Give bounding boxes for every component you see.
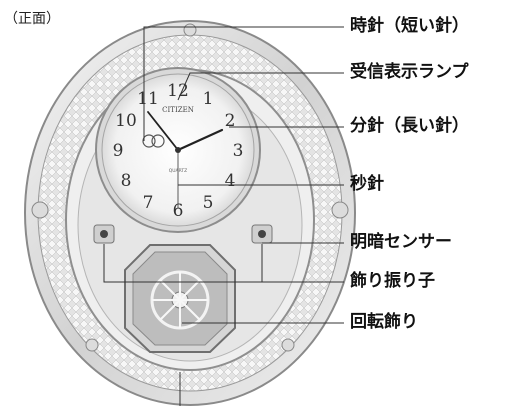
callout-pendulum: 飾り振り子 xyxy=(350,271,435,291)
rim-ornament xyxy=(281,338,295,352)
dial-numeral: 11 xyxy=(137,89,159,109)
dial-numeral: 7 xyxy=(143,193,154,213)
callout-hour-hand: 時針（短い針） xyxy=(350,16,469,36)
dial-numeral: 3 xyxy=(233,141,244,161)
dial-numeral: 12 xyxy=(167,81,189,101)
minute-hand xyxy=(147,111,179,151)
view-label: （正面） xyxy=(4,11,60,27)
rim-ornament xyxy=(31,201,49,219)
hour-hand xyxy=(176,128,224,152)
leader-hour-hand xyxy=(143,26,344,141)
leader-lines xyxy=(103,26,344,406)
pendulum-window xyxy=(124,244,236,353)
callout-rotating-ornament: 回転飾り xyxy=(350,312,418,332)
dial-numeral: 5 xyxy=(203,193,214,213)
callout-minute-hand: 分針（長い針） xyxy=(350,116,469,136)
receiver-lamp-ring xyxy=(151,134,165,148)
brand-text: CITIZEN xyxy=(162,106,194,114)
callout-receiver-lamp: 受信表示ランプ xyxy=(350,62,469,82)
callout-second-hand: 秒針 xyxy=(350,174,384,194)
dial-numeral: 4 xyxy=(225,171,236,191)
rim-ornament xyxy=(183,23,197,37)
dial-numeral: 1 xyxy=(203,89,214,109)
sensor-left xyxy=(100,230,108,238)
leader-receiver-lamp xyxy=(177,72,344,101)
dial-numeral: 10 xyxy=(115,111,137,131)
callout-light-sensor: 明暗センサー xyxy=(350,232,452,252)
rim-ornament xyxy=(331,201,349,219)
rim-ornament xyxy=(85,338,99,352)
receiver-lamp-ring xyxy=(142,134,156,148)
dial-numeral: 6 xyxy=(173,201,184,221)
hand-hub xyxy=(175,147,181,153)
dial-numeral: 8 xyxy=(121,171,132,191)
dial-numeral: 2 xyxy=(225,111,236,131)
leader-pendulum xyxy=(103,244,344,283)
dial-numeral: 9 xyxy=(113,141,124,161)
sensor-right xyxy=(258,230,266,238)
